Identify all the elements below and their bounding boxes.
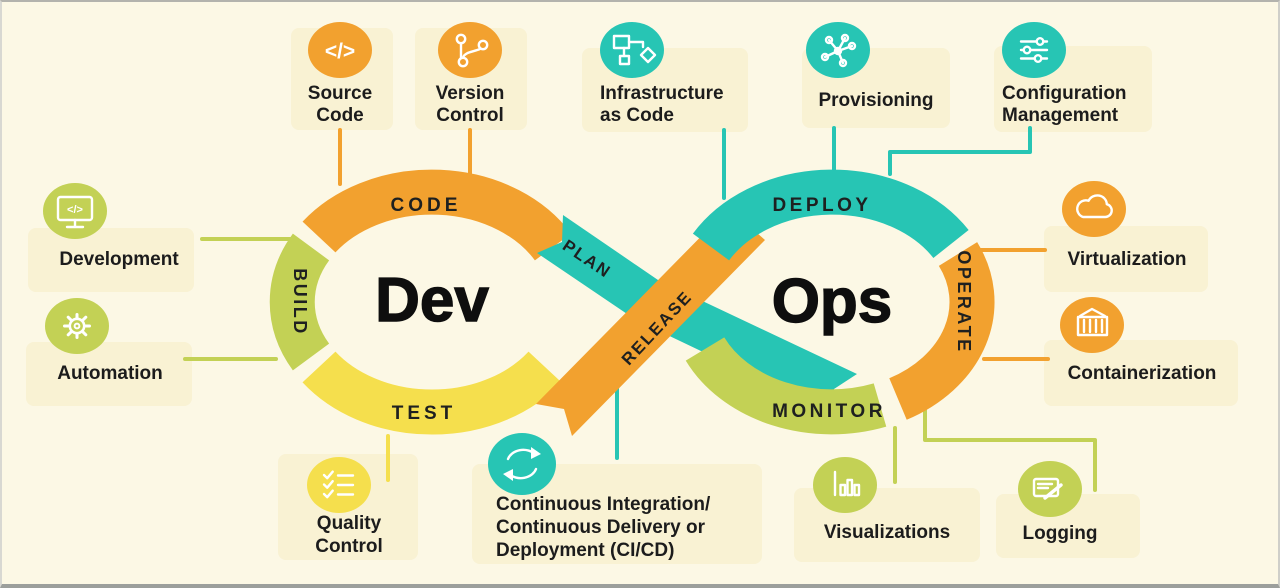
virtualization-label: Virtualization bbox=[1068, 249, 1187, 270]
ops-title: Ops bbox=[772, 267, 893, 336]
segment-label-test: TEST bbox=[392, 403, 457, 424]
card-virtualization bbox=[1044, 226, 1208, 292]
segment-monitor-arc bbox=[685, 336, 887, 435]
quality-control-item: Quality Control bbox=[307, 457, 383, 557]
configuration-label-2: Management bbox=[1002, 105, 1119, 126]
visualizations-item: Visualizations bbox=[813, 457, 950, 543]
dev-title: Dev bbox=[375, 266, 489, 335]
ops-loop bbox=[685, 169, 995, 435]
connector-configuration bbox=[888, 126, 1032, 176]
provisioning-item: Provisioning bbox=[806, 22, 934, 111]
segment-plan-band bbox=[537, 215, 857, 416]
cloud-icon bbox=[1062, 181, 1126, 237]
segment-label-code: CODE bbox=[391, 195, 462, 216]
infrastructure-label-2: as Code bbox=[600, 105, 674, 126]
configuration-item: Configuration Management bbox=[1002, 22, 1127, 126]
development-item: </> Development bbox=[43, 183, 179, 270]
sync-arrowhead-bottom bbox=[503, 469, 513, 481]
segment-label-operate: OPERATE bbox=[954, 250, 974, 353]
card-automation bbox=[26, 342, 192, 406]
segment-code-arc bbox=[302, 169, 572, 261]
segment-label-build: BUILD bbox=[290, 268, 310, 336]
logging-item: Logging bbox=[1018, 461, 1097, 544]
document-pencil-icon bbox=[1018, 461, 1082, 517]
flowchart-icon bbox=[600, 22, 664, 78]
source-code-label-1: Source bbox=[308, 83, 372, 104]
quality-control-label-2: Control bbox=[315, 536, 383, 557]
segment-test-arc bbox=[302, 351, 562, 435]
segment-operate-arc bbox=[888, 242, 995, 420]
containerization-item: Containerization bbox=[1060, 297, 1216, 384]
version-control-label-2: Control bbox=[436, 105, 504, 126]
code-brackets-glyph: </> bbox=[325, 40, 355, 63]
virtualization-item: Virtualization bbox=[1062, 181, 1186, 270]
sync-arrows-icon bbox=[488, 433, 556, 495]
card-containerization bbox=[1044, 340, 1238, 406]
cicd-item: Continuous Integration/ Continuous Deliv… bbox=[488, 433, 711, 561]
source-code-label-2: Code bbox=[316, 105, 364, 126]
development-label: Development bbox=[59, 249, 179, 270]
cicd-label-2: Continuous Delivery or bbox=[496, 517, 706, 538]
segment-label-monitor: MONITOR bbox=[772, 401, 886, 422]
version-control-label-1: Version bbox=[436, 83, 505, 104]
dev-loop bbox=[269, 169, 572, 435]
connector-logging bbox=[923, 408, 1097, 492]
segment-label-deploy: DEPLOY bbox=[772, 195, 871, 216]
automation-item: Automation bbox=[45, 298, 163, 384]
segment-deploy-arc bbox=[692, 169, 969, 261]
configuration-label-1: Configuration bbox=[1002, 83, 1127, 104]
automation-label: Automation bbox=[57, 363, 163, 384]
card-development bbox=[28, 228, 194, 292]
containerization-label: Containerization bbox=[1068, 363, 1217, 384]
git-branch-icon bbox=[438, 22, 502, 78]
infrastructure-item: Infrastructure as Code bbox=[600, 22, 724, 126]
logging-label: Logging bbox=[1023, 523, 1098, 544]
segment-build-arc bbox=[269, 233, 330, 371]
visualizations-label: Visualizations bbox=[824, 522, 950, 543]
version-control-item: Version Control bbox=[436, 22, 505, 126]
source-code-item: </> Source Code bbox=[308, 22, 372, 126]
cicd-label-3: Deployment (CI/CD) bbox=[496, 540, 674, 561]
infrastructure-label-1: Infrastructure bbox=[600, 83, 724, 104]
sync-arrowhead-top bbox=[531, 447, 541, 459]
card-cicd bbox=[472, 464, 762, 564]
gear-icon bbox=[45, 298, 109, 354]
code-brackets-icon bbox=[308, 22, 372, 78]
cicd-label-1: Continuous Integration/ bbox=[496, 494, 711, 515]
connector-lines bbox=[183, 126, 1097, 492]
container-icon bbox=[1060, 297, 1124, 353]
provisioning-label: Provisioning bbox=[818, 90, 933, 111]
quality-control-label-1: Quality bbox=[317, 513, 382, 534]
monitor-code-glyph: </> bbox=[67, 204, 83, 216]
segment-release-band bbox=[536, 208, 765, 436]
